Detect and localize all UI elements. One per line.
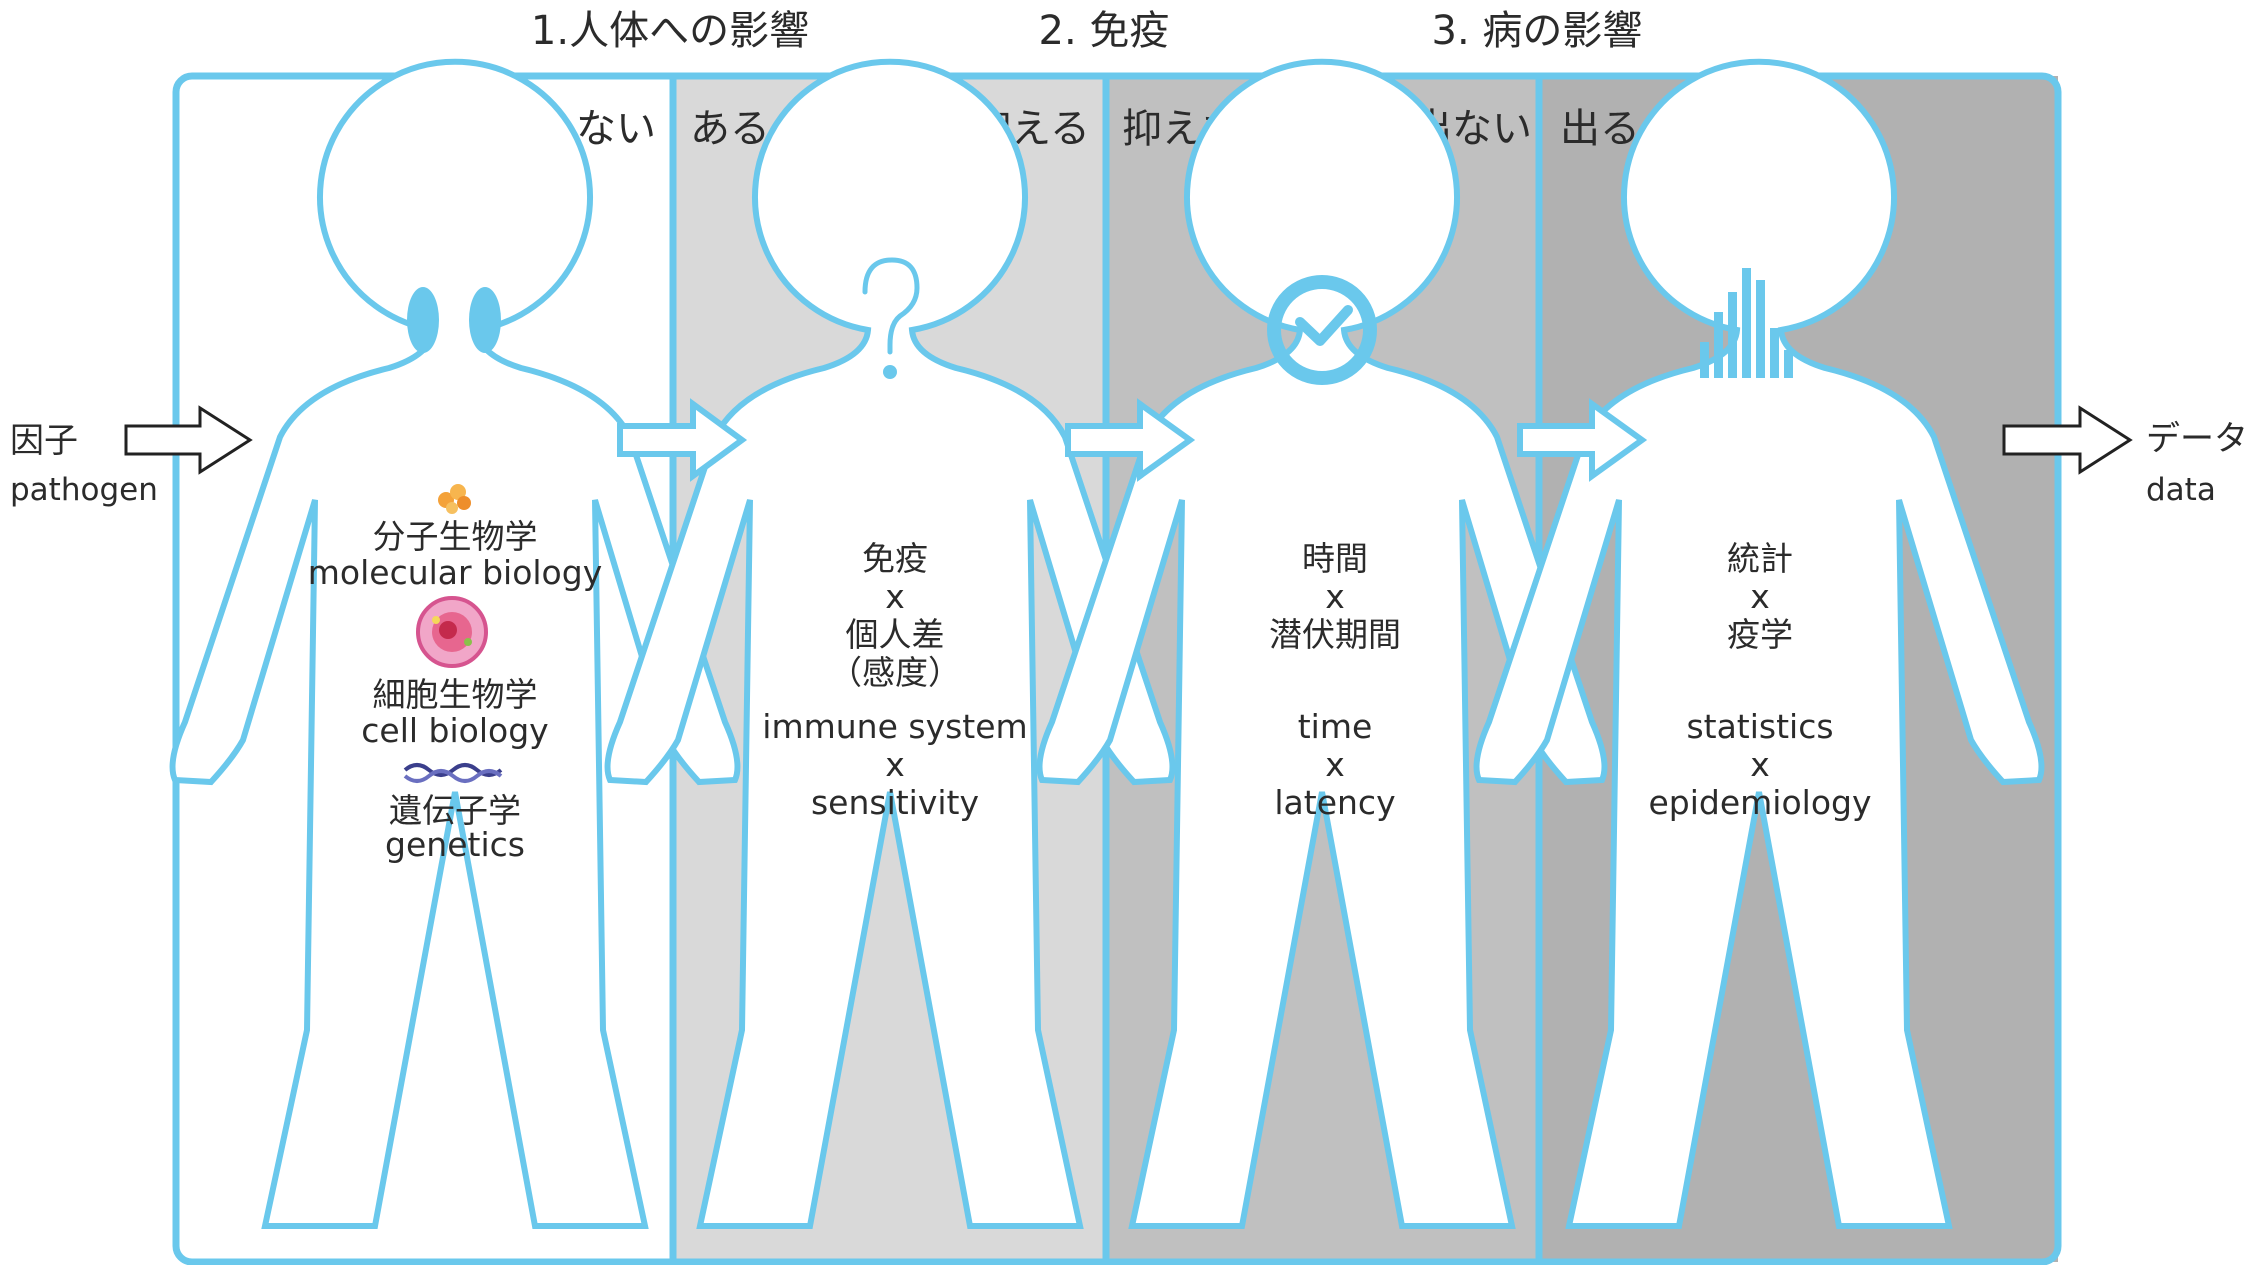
molecule-icon [438,484,471,514]
figure-3-line-4: time [1298,707,1373,746]
figure-2-line-6: x [885,745,905,784]
figure-4-line-4: statistics [1686,707,1833,746]
figure-3-line-3: 潜伏期間 [1269,615,1401,654]
input-arrow [124,405,253,475]
threshold-1-before: ない [576,106,656,152]
figure-3-line-1: 時間 [1302,539,1368,578]
figure-4-line-2: x [1750,577,1770,616]
figure-1-line-1: 分子生物学 [373,517,538,556]
figure-2-line-3: 個人差 [846,615,945,654]
figure-2-line-4: （感度） [829,653,961,692]
stage-arrow-3 [1517,398,1648,482]
figure-1-line-5: cell biology [361,711,548,750]
figure-4-line-5: x [1750,745,1770,784]
clock-check-icon [1267,275,1377,385]
stage-arrow-1 [617,398,748,482]
figure-1-line-8: genetics [385,825,525,864]
figure-3-line-6: latency [1274,783,1395,822]
output-label-ja: データ [2146,419,2248,459]
figure-4-line-3: 疫学 [1727,615,1793,654]
figure-2-line-1: 免疫 [862,539,928,578]
figure-3-line-5: x [1325,745,1345,784]
diagram-frame [172,72,2062,1266]
figure-1-line-7: 遺伝子学 [389,791,521,830]
figure-2-line-5: immune system [762,707,1027,746]
stage-1-label: 1.人体への影響 [531,8,809,54]
figure-3-line-2: x [1325,577,1345,616]
threshold-3-after: 出る [1560,106,1640,152]
figure-4-line-6: epidemiology [1648,783,1871,822]
output-label-en: data [2146,472,2216,508]
figure-2-line-2: x [885,577,905,616]
question-mark-icon [862,257,920,379]
cell-icon [416,596,488,668]
figure-1-line-4: 細胞生物学 [373,675,538,714]
figure-1-line-2: molecular biology [308,553,602,592]
input-label-en: pathogen [10,472,158,508]
histogram-icon [1700,268,1793,378]
stage-3-label: 3. 病の影響 [1432,8,1643,54]
threshold-1-after: ある [690,106,770,152]
eyes-icon [407,287,501,353]
stage-arrow-2 [1065,398,1196,482]
stage-2-label: 2. 免疫 [1039,8,1170,54]
figure-4-line-1: 統計 [1727,539,1793,578]
dna-icon [403,763,503,783]
figure-2-line-7: sensitivity [811,783,979,822]
input-label-ja: 因子 [10,421,78,461]
output-arrow [2002,405,2133,475]
